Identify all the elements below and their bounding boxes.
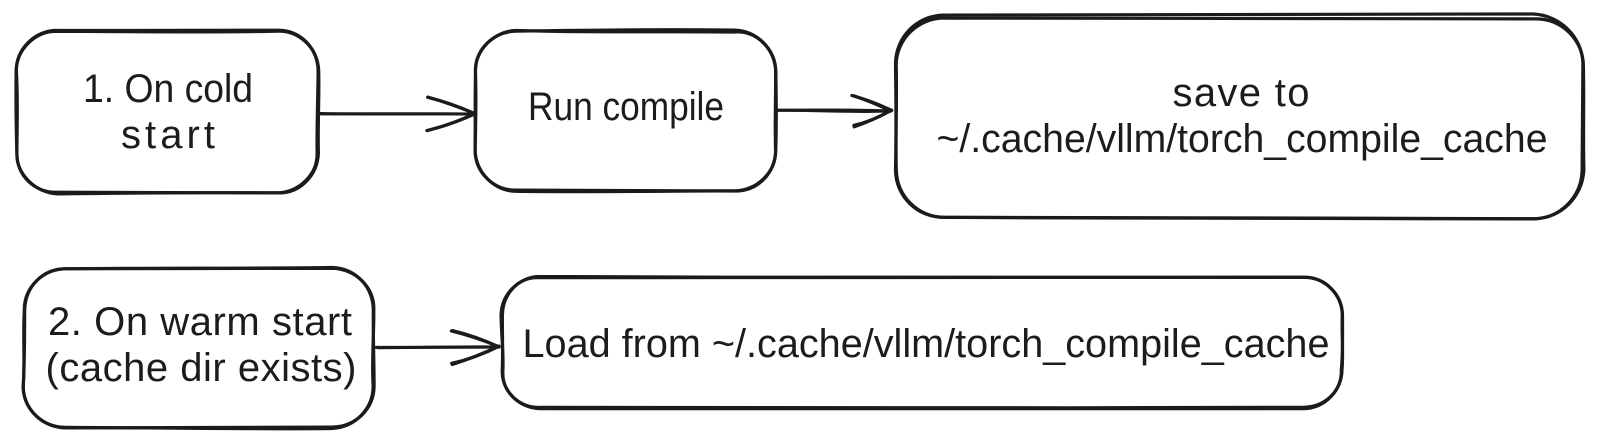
svg-text:2. On warm start: 2. On warm start — [48, 300, 352, 344]
svg-text:start: start — [121, 113, 215, 157]
svg-text:Run compile: Run compile — [528, 85, 724, 129]
svg-text:save to: save to — [1173, 71, 1310, 115]
svg-text:Load from ~/.cache/vllm/torch_: Load from ~/.cache/vllm/torch_compile_ca… — [523, 322, 1330, 366]
svg-text:~/.cache/vllm/torch_compile_ca: ~/.cache/vllm/torch_compile_cache — [937, 117, 1548, 161]
svg-text:(cache dir exists): (cache dir exists) — [46, 346, 357, 390]
svg-text:1. On cold: 1. On cold — [83, 67, 253, 111]
